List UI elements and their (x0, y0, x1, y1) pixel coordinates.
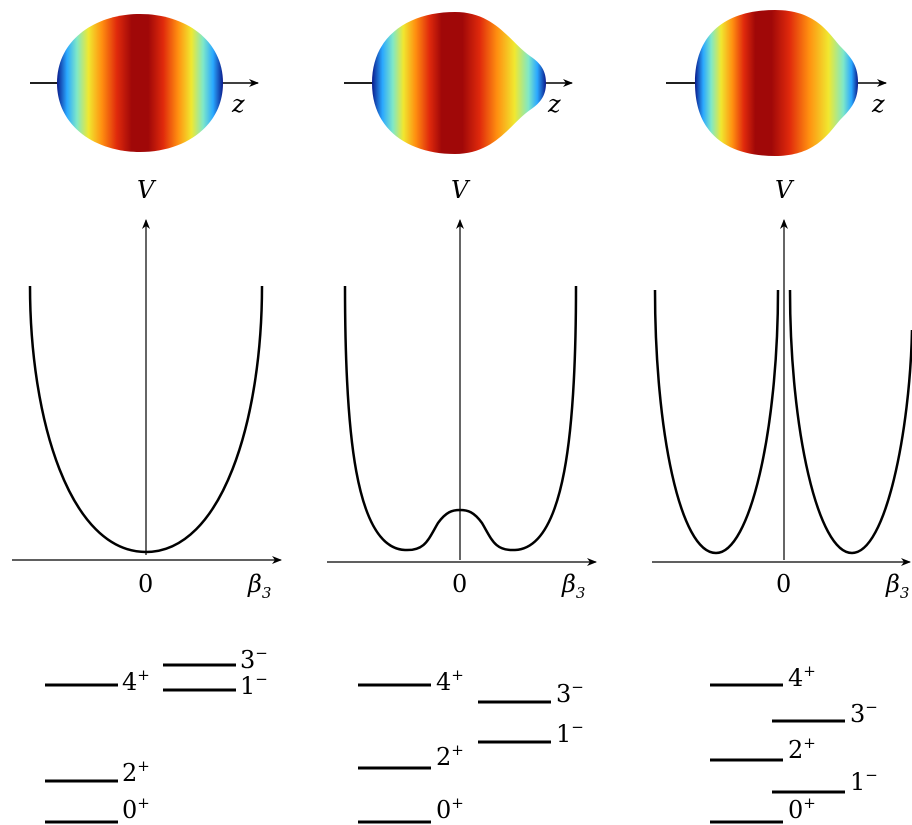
panel-1: z V 0 β3 4+ 3− 1− 2+ 0+ (12, 14, 282, 824)
level-label: 3− (556, 678, 584, 708)
level-label: 4+ (436, 666, 464, 696)
nucleus-shape-symmetric (57, 14, 223, 152)
potential-curve-harmonic (28, 285, 264, 554)
beta-axis-label: β3 (885, 570, 909, 602)
beta-axis-label: β3 (561, 570, 585, 602)
origin-label: 0 (452, 570, 467, 598)
level-label: 0+ (436, 794, 464, 824)
level-scheme-3: 4+ 3− 2+ 1− 0+ (710, 662, 878, 824)
level-label: 2+ (436, 741, 464, 771)
level-label: 0+ (788, 794, 816, 824)
shape-axis-label: z (871, 90, 885, 118)
shape-axis-label: z (547, 90, 561, 118)
level-label: 3− (850, 698, 878, 728)
level-label: 0+ (122, 794, 150, 824)
level-scheme-1: 4+ 3− 1− 2+ 0+ (45, 644, 268, 824)
level-label: 3− (240, 644, 268, 674)
panel-3: z V 0 β3 4+ 3− 2+ 1− 0+ (652, 10, 912, 824)
level-label: 1− (556, 718, 584, 748)
level-label: 4+ (122, 666, 150, 696)
level-label: 2+ (788, 734, 816, 764)
potential-curve-left-well (653, 289, 780, 555)
v-axis-label: V (451, 176, 471, 204)
nucleus-shape-octupole-soft (372, 12, 546, 154)
beta-axis-label: β3 (247, 570, 271, 602)
nucleus-shape-octupole-rigid (695, 10, 858, 156)
level-label: 1− (850, 766, 878, 796)
v-axis-label: V (137, 176, 157, 204)
shape-axis-label: z (231, 90, 245, 118)
level-label: 1− (240, 670, 268, 700)
panel-2: z V 0 β3 4+ 3− 1− 2+ 0+ (327, 12, 597, 824)
potential-curve-double-well (343, 285, 578, 552)
origin-label: 0 (776, 570, 791, 598)
level-label: 4+ (788, 662, 816, 692)
origin-label: 0 (138, 570, 153, 598)
v-axis-label: V (775, 176, 795, 204)
level-scheme-2: 4+ 3− 1− 2+ 0+ (358, 666, 584, 824)
level-label: 2+ (122, 757, 150, 787)
potential-curve-right-well (788, 289, 912, 555)
